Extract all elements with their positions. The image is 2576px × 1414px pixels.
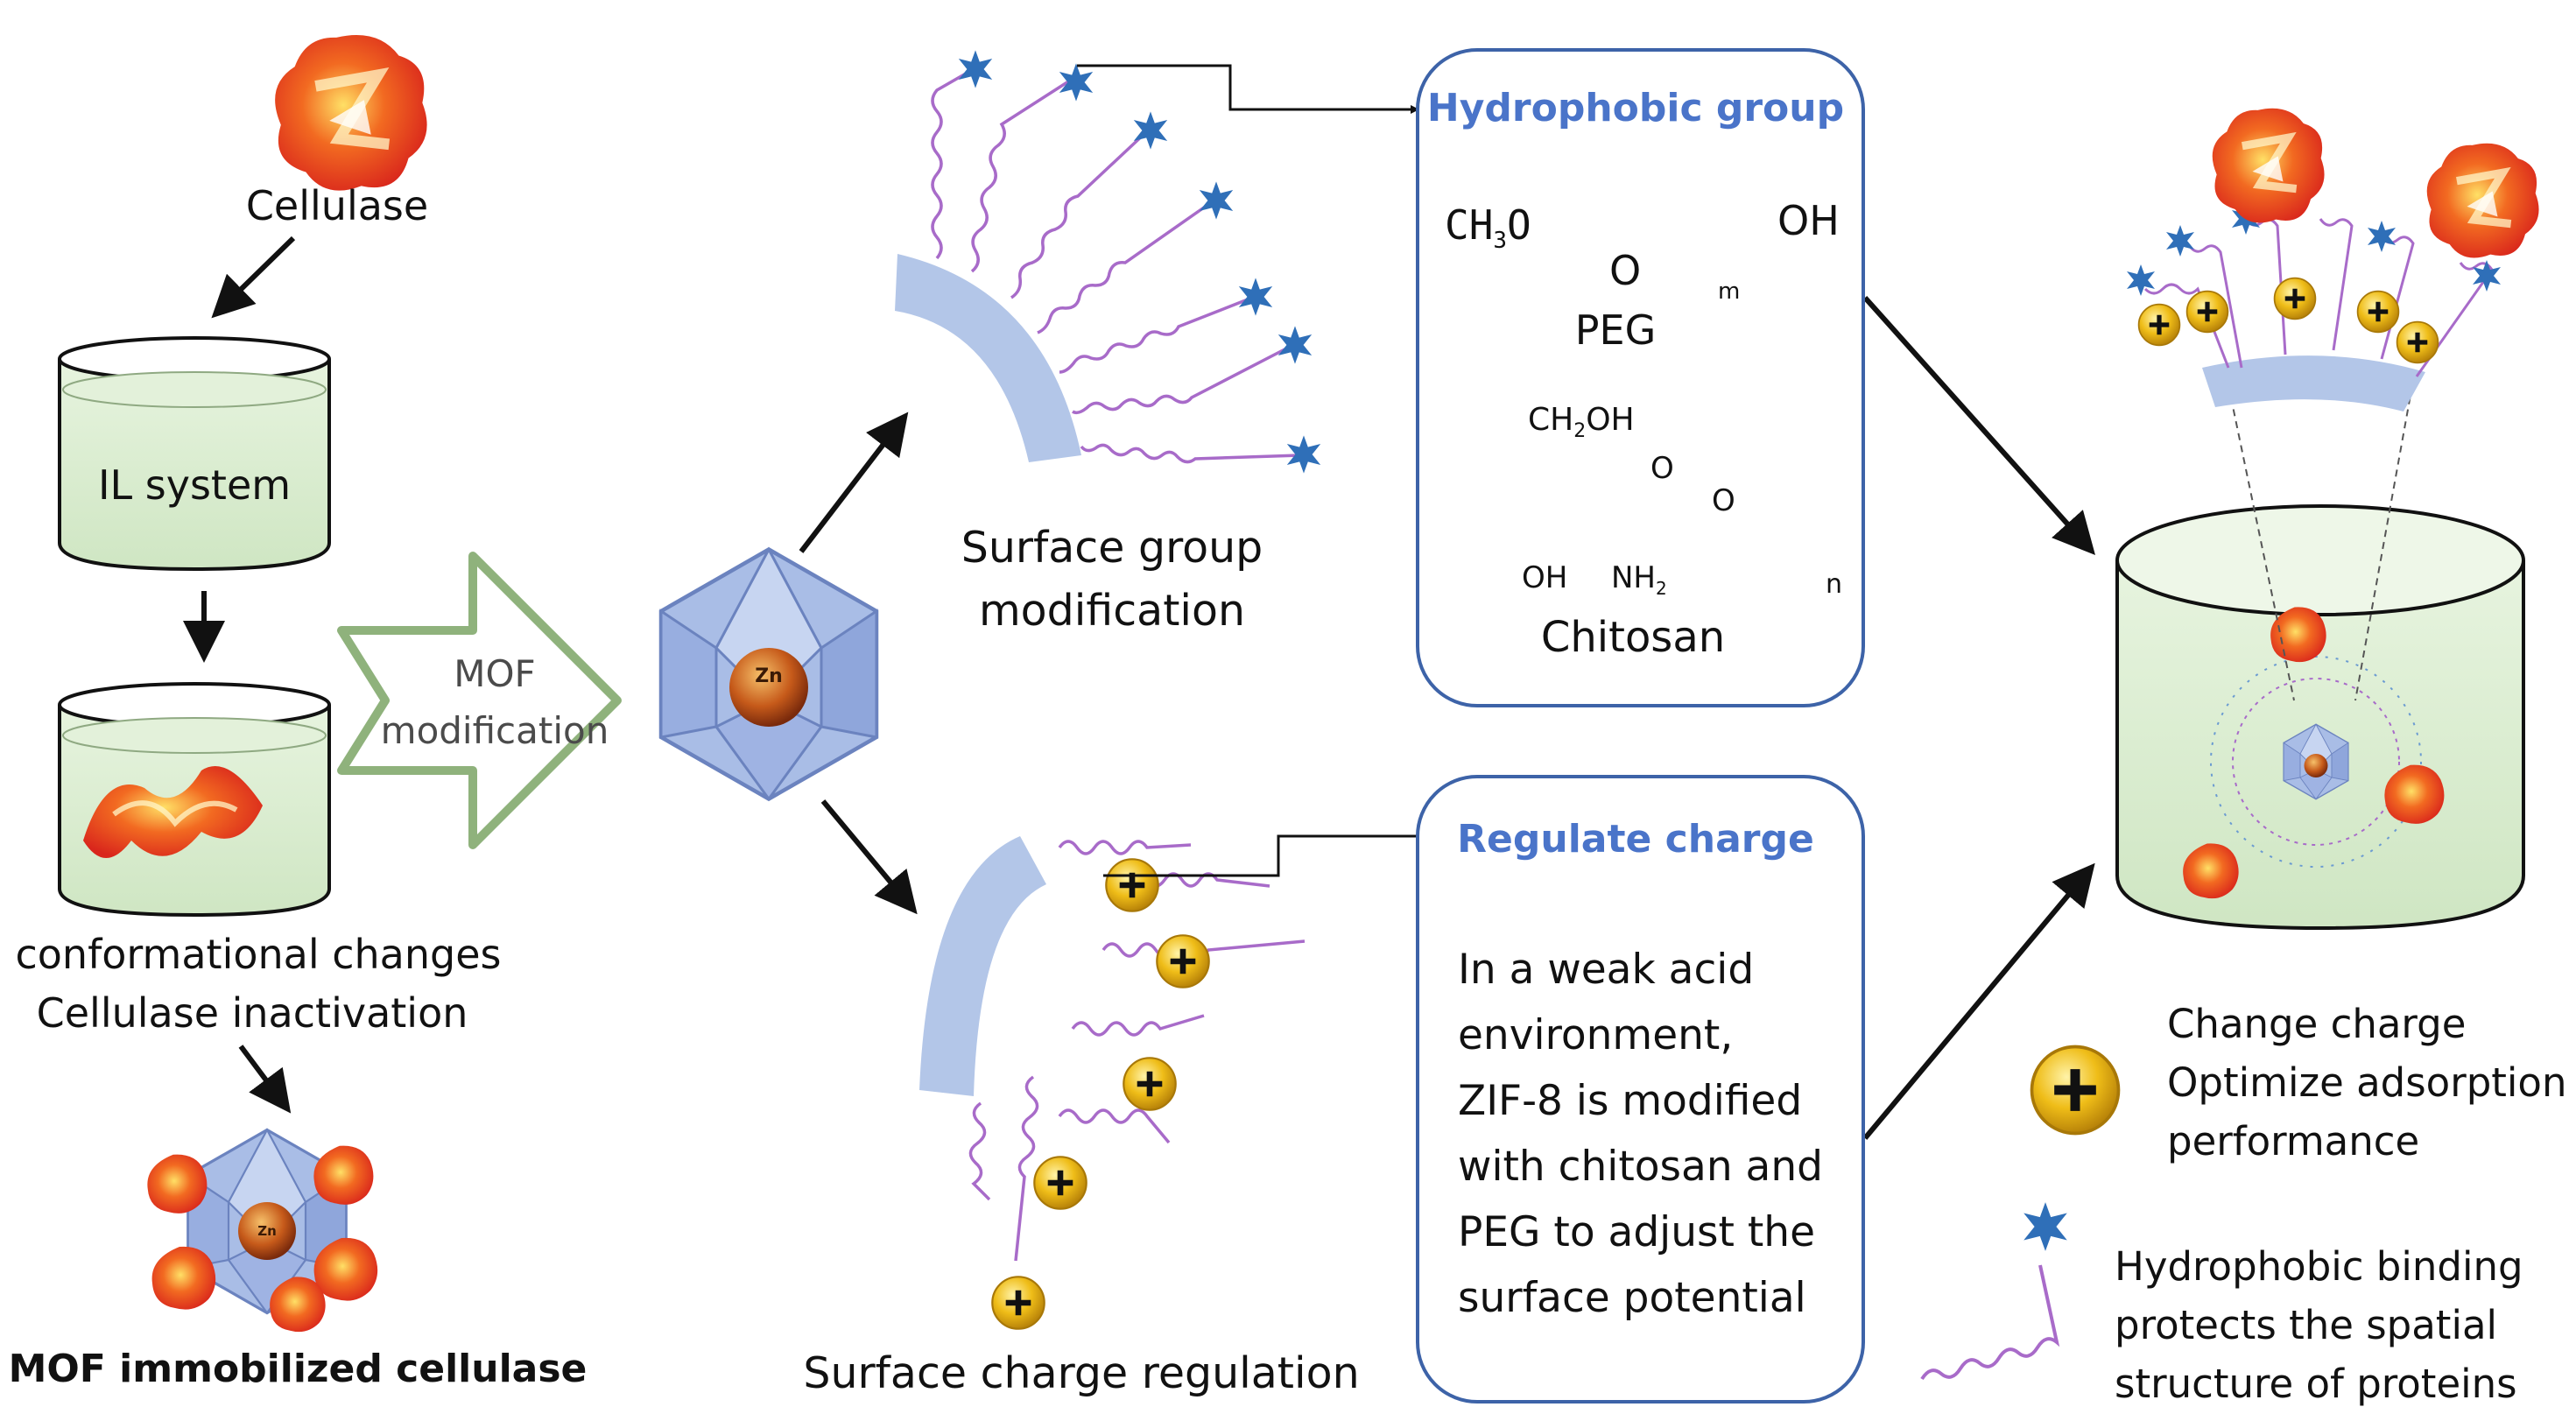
combined-plate-icon (2127, 109, 2539, 412)
peg-o: O (1609, 247, 1642, 294)
peg-ch3o: CH3O (1445, 201, 1531, 255)
connector-to-hydrophobic (1077, 64, 1419, 114)
charge-plus-icon (1106, 859, 1158, 911)
arrow-cellulase-to-il (211, 236, 296, 319)
il-system-label: IL system (97, 461, 292, 509)
hollow-arrow-icon (337, 552, 622, 849)
chitosan-ch2oh: CH2OH (1528, 402, 1635, 443)
peg-label: PEG (1574, 306, 1657, 354)
legend-charge-line3: performance (2167, 1118, 2420, 1164)
legend-charge-line1: Change charge (2167, 1001, 2467, 1047)
legend-binding-line1: Hydrophobic binding (2115, 1243, 2523, 1290)
legend-chain-icon (1920, 1202, 2067, 1381)
arrow-to-surface-group (799, 412, 909, 553)
legend-charge-line2: Optimize adsorption (2167, 1059, 2567, 1106)
chitosan-n: n (1826, 569, 1843, 600)
surface-group-label-2: modification (978, 586, 1246, 636)
peg-m: m (1718, 278, 1741, 305)
conformational-label: conformational changes (15, 931, 502, 978)
arrow-label-modification: modification (380, 709, 609, 752)
arrow-charge-to-final (1862, 862, 2095, 1140)
legend-binding-line2: protects the spatial (2115, 1302, 2498, 1348)
peg-oh: OH (1777, 197, 1840, 244)
regulate-charge-box (1416, 775, 1865, 1403)
regulate-charge-title: Regulate charge (1457, 817, 1814, 862)
surface-charge-plate (919, 836, 1306, 1329)
chitosan-oh: OH (1522, 560, 1568, 595)
hydrophobic-title: Hydrophobic group (1426, 86, 1845, 130)
cellulase-label: Cellulase (245, 182, 429, 229)
final-beaker-icon (2115, 384, 2525, 931)
zn-label-small: Zn (257, 1223, 277, 1239)
arrow-label-mof: MOF (454, 652, 536, 695)
arrow-hydrophobic-to-final (1862, 295, 2096, 555)
surface-group-label-1: Surface group (961, 523, 1263, 573)
regulate-charge-body: In a weak acid environment, ZIF-8 is mod… (1458, 946, 1823, 1322)
beaker-icon (58, 336, 331, 572)
zn-label: Zn (755, 665, 783, 687)
legend-charge-icon (2032, 1047, 2119, 1134)
arrow-to-immobilized (238, 1045, 292, 1114)
chitosan-label: Chitosan (1540, 613, 1726, 662)
surface-group-plate (895, 50, 1321, 474)
chitosan-nh2: NH2 (1611, 560, 1667, 599)
legend-binding-line3: structure of proteins (2115, 1361, 2517, 1407)
cellulase-icon (275, 35, 426, 191)
surface-charge-label: Surface charge regulation (803, 1348, 1360, 1398)
arrow-to-charge (820, 799, 918, 915)
mof-immobilized-label: MOF immobilized cellulase (8, 1347, 588, 1391)
inactivation-label: Cellulase inactivation (36, 989, 468, 1037)
chitosan-ring-o: O (1650, 451, 1674, 486)
chitosan-bridge-o: O (1712, 483, 1735, 518)
connector-to-charge-box (1103, 832, 1446, 877)
hydrophobic-star-icon (2023, 1202, 2067, 1251)
beaker-inactive-icon (58, 682, 331, 918)
hydrophobic-group-box (1416, 48, 1865, 707)
